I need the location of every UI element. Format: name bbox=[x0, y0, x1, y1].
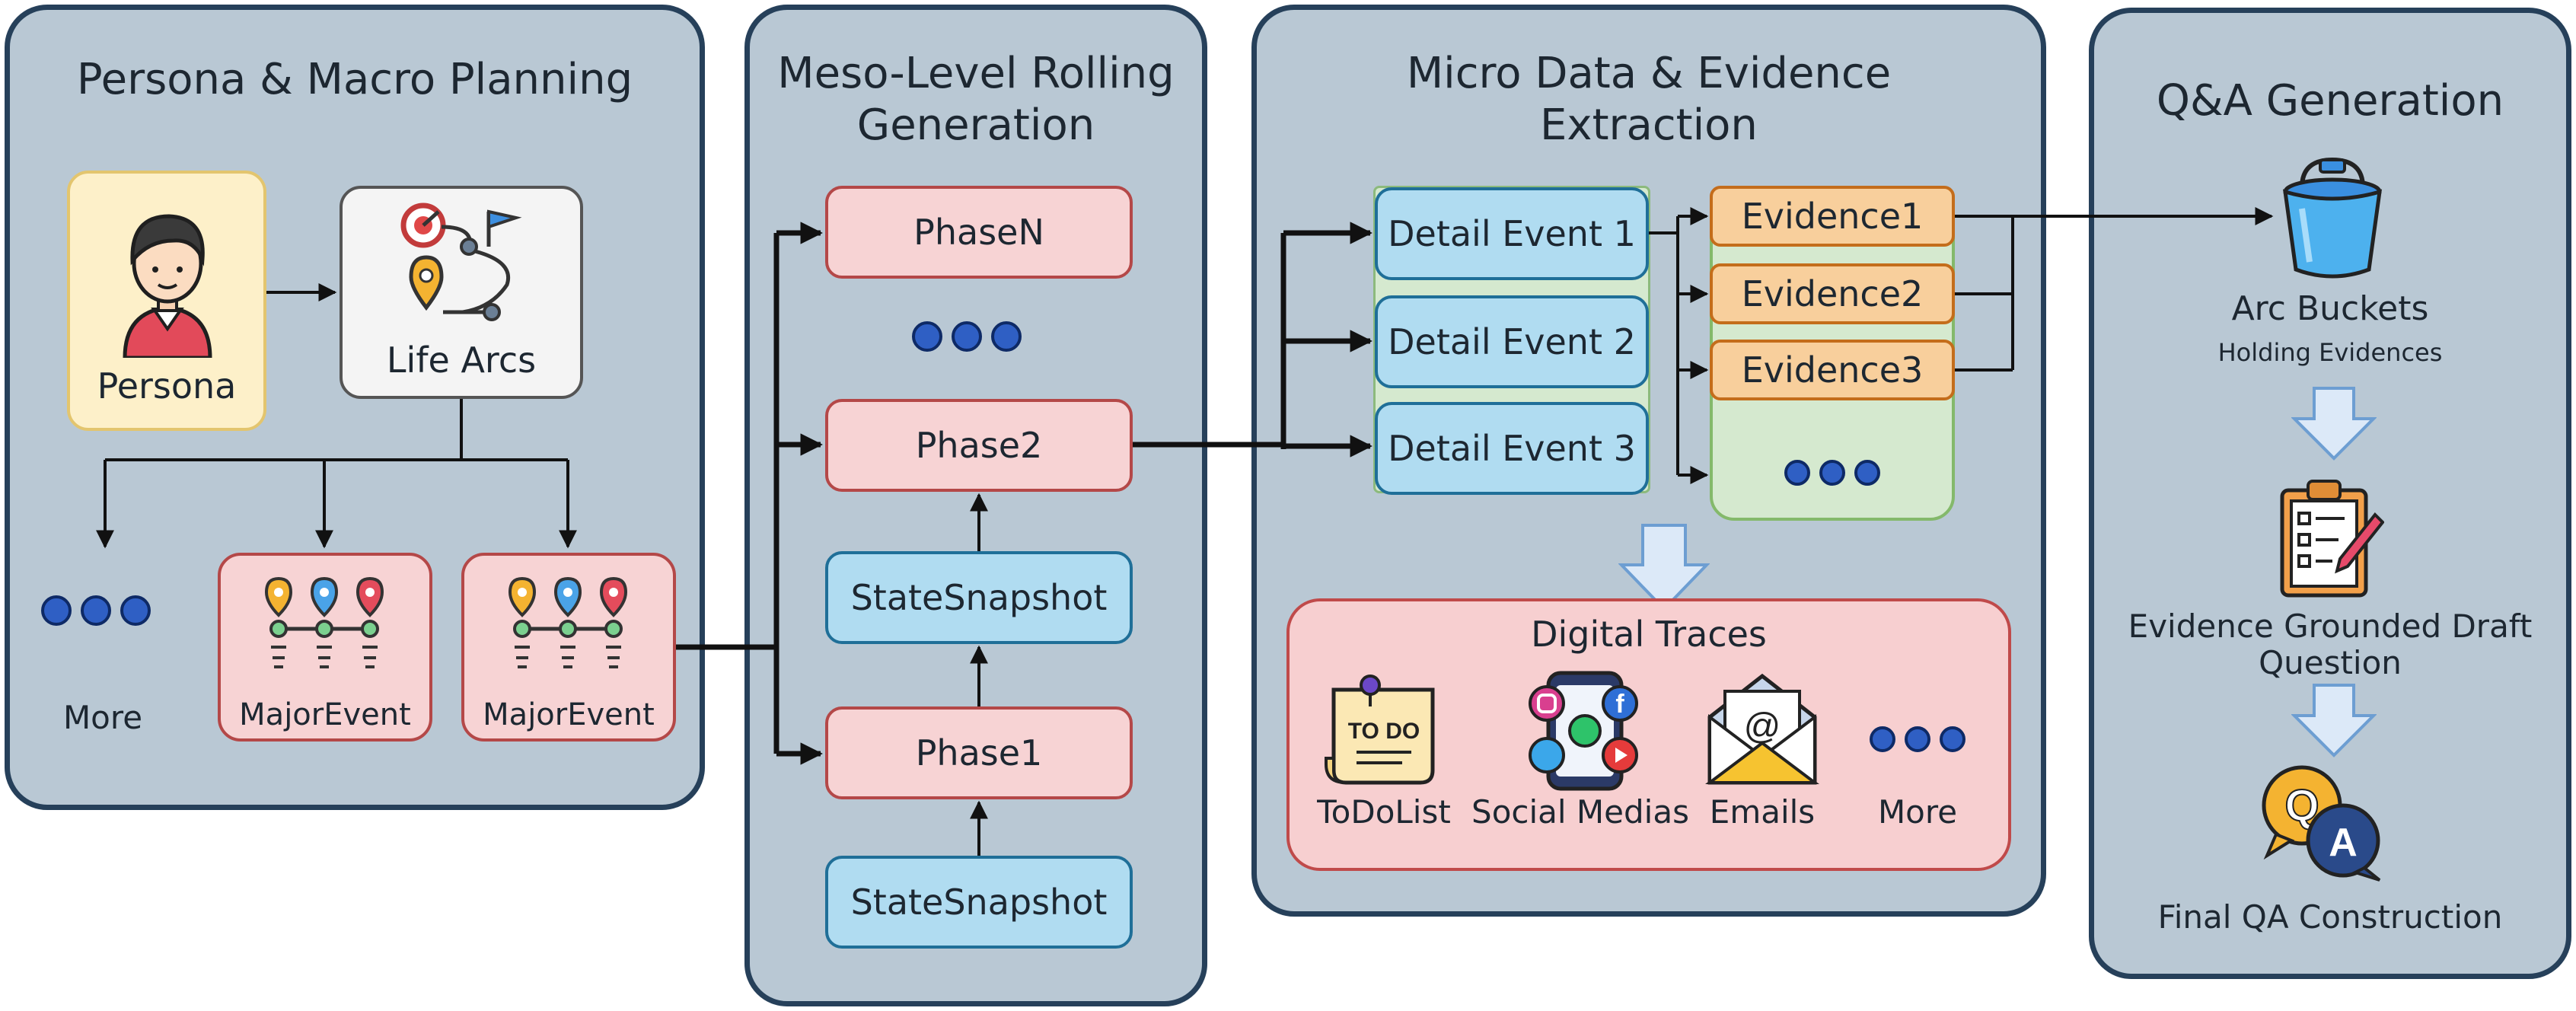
down-arrow-icon bbox=[2291, 387, 2377, 461]
social-medias-label: Social Medias bbox=[1471, 793, 1689, 831]
arc-buckets-label: Arc Buckets bbox=[2231, 289, 2429, 328]
state-snapshot-box-2: StateSnapshot bbox=[825, 856, 1133, 949]
dot bbox=[991, 321, 1022, 352]
more-dots bbox=[41, 595, 151, 626]
life-arcs-label: Life Arcs bbox=[386, 340, 537, 381]
major-event-label-1: MajorEvent bbox=[239, 697, 411, 732]
timeline-pins-icon bbox=[508, 576, 628, 668]
panel-title-line1: Meso-Level Rolling bbox=[777, 49, 1175, 98]
traces-more-label: More bbox=[1877, 793, 1958, 831]
bucket-icon bbox=[2282, 157, 2383, 279]
dot bbox=[1940, 726, 1965, 752]
dot bbox=[1854, 460, 1880, 486]
life-arcs-card bbox=[340, 186, 583, 399]
qa-a-letter: A bbox=[2329, 821, 2358, 865]
svg-text:f: f bbox=[1615, 690, 1624, 719]
persona-label: Persona bbox=[97, 365, 237, 407]
digital-traces-title: Digital Traces bbox=[1531, 614, 1767, 655]
qa-chat-bubbles-icon: Q A bbox=[2262, 765, 2381, 882]
arrow-evidences-merge bbox=[1955, 216, 2014, 372]
dot bbox=[120, 595, 151, 626]
email-envelope-icon: @ bbox=[1705, 673, 1819, 785]
roadmap-icon bbox=[400, 203, 522, 321]
major-event-label-2: MajorEvent bbox=[483, 697, 655, 732]
down-arrow-icon bbox=[1618, 524, 1710, 611]
detail-event-1: Detail Event 1 bbox=[1375, 187, 1649, 280]
evidence-dots bbox=[1784, 460, 1880, 486]
detail-event-2: Detail Event 2 bbox=[1375, 295, 1649, 388]
phase-1-box: Phase1 bbox=[825, 706, 1133, 799]
person-icon bbox=[123, 214, 212, 358]
detail-event-3: Detail Event 3 bbox=[1375, 402, 1649, 495]
todo-list-icon: TO DO bbox=[1325, 675, 1435, 785]
panel-title-line2: Generation bbox=[856, 100, 1095, 150]
draft-question-label-line2: Question bbox=[2259, 644, 2402, 681]
dot bbox=[41, 595, 72, 626]
phase-n-box: PhaseN bbox=[825, 186, 1133, 279]
phase-2-box: Phase2 bbox=[825, 399, 1133, 492]
evidence-box-1: Evidence1 bbox=[1710, 186, 1955, 247]
social-media-phone-icon: f bbox=[1529, 671, 1638, 791]
dot bbox=[952, 321, 982, 352]
panel-title-line2: Extraction bbox=[1540, 100, 1758, 150]
arrow-phase2-to-detail-events bbox=[1133, 233, 1286, 449]
final-qa-construction-label: Final QA Construction bbox=[2157, 898, 2503, 936]
state-snapshot-box-1: StateSnapshot bbox=[825, 551, 1133, 644]
dot bbox=[1819, 460, 1845, 486]
dot bbox=[912, 321, 942, 352]
dot bbox=[1784, 460, 1810, 486]
timeline-pins-icon bbox=[264, 576, 384, 668]
traces-more-dots bbox=[1870, 726, 1965, 752]
clipboard-checklist-icon bbox=[2280, 480, 2384, 598]
todo-list-label: ToDoList bbox=[1317, 793, 1451, 831]
qa-q-letter: Q bbox=[2284, 781, 2319, 831]
phase-dots bbox=[912, 321, 1022, 352]
panel-title: Q&A Generation bbox=[2156, 76, 2504, 126]
dot bbox=[1870, 726, 1895, 752]
more-label: More bbox=[62, 699, 143, 736]
down-arrow-icon bbox=[2291, 684, 2377, 757]
svg-text:@: @ bbox=[1744, 706, 1781, 747]
evidence-box-2: Evidence2 bbox=[1710, 263, 1955, 324]
arrow-detail-to-evidence-trunk bbox=[1649, 216, 1679, 475]
dot bbox=[1905, 726, 1930, 752]
panel-title-line1: Micro Data & Evidence bbox=[1406, 49, 1892, 98]
arrow-major-event-to-phases bbox=[676, 233, 779, 754]
todo-sign-text: TO DO bbox=[1348, 719, 1420, 744]
draft-question-label-line1: Evidence Grounded Draft bbox=[2128, 608, 2533, 645]
holding-evidences-label: Holding Evidences bbox=[2217, 338, 2443, 367]
evidence-box-3: Evidence3 bbox=[1710, 340, 1955, 400]
dot bbox=[81, 595, 111, 626]
panel-title: Persona & Macro Planning bbox=[76, 55, 633, 104]
emails-label: Emails bbox=[1709, 793, 1816, 831]
arrow-life-arcs-branch bbox=[105, 399, 568, 461]
